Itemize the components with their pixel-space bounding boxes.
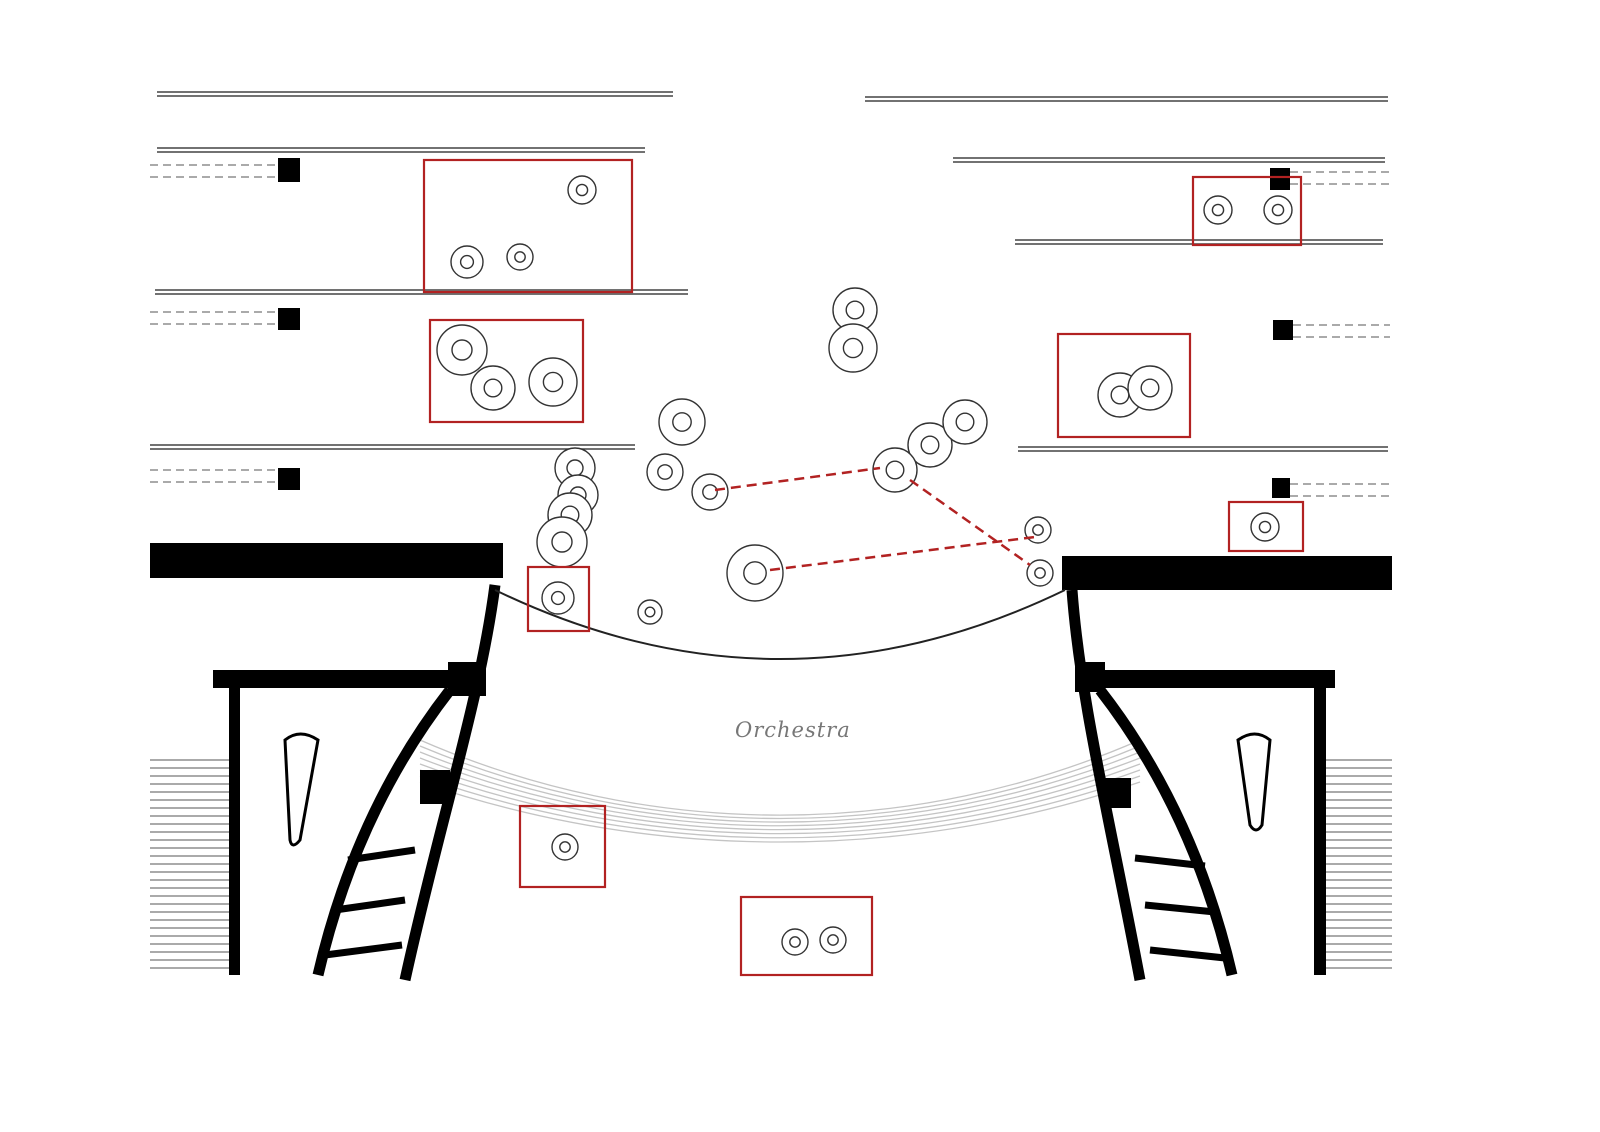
seating-row	[419, 745, 1141, 820]
balcony-rails	[150, 91, 1388, 452]
seated-figure	[672, 412, 692, 432]
seated-figure	[702, 484, 718, 500]
left-frame-post	[229, 670, 240, 975]
seating-row	[419, 769, 1141, 835]
highlight-box	[422, 158, 634, 294]
right-frame-post	[1314, 670, 1326, 975]
seated-figure	[644, 606, 656, 618]
highlight-boxes	[422, 158, 1305, 977]
seated-figure	[551, 531, 573, 553]
seating-row	[419, 763, 1141, 831]
left-proscenium-wall	[150, 543, 503, 578]
seated-figure	[1258, 520, 1272, 534]
right-frame-top	[1075, 670, 1335, 688]
highlight-box	[518, 804, 607, 889]
stage-walls	[150, 543, 1392, 975]
dashed-rails	[150, 164, 1390, 497]
stairs	[150, 759, 1392, 969]
seating-row	[419, 751, 1141, 823]
seated-figure	[575, 183, 589, 197]
seated-figure	[459, 254, 475, 270]
column	[1273, 320, 1293, 340]
seated-figure	[550, 590, 566, 606]
seated-figure	[514, 251, 526, 263]
seated-figure	[920, 435, 940, 455]
seated-figure	[1032, 524, 1044, 536]
seated-figure	[566, 459, 584, 477]
seated-figure	[827, 934, 839, 946]
left-frame-top	[213, 670, 485, 688]
seated-figure	[845, 300, 865, 320]
right-proscenium-wall	[1062, 556, 1392, 590]
column	[278, 158, 300, 182]
seated-figure	[451, 339, 473, 361]
stair-wells	[283, 732, 1272, 847]
column	[1272, 478, 1290, 498]
seated-figure	[1034, 567, 1046, 579]
seated-figure	[842, 337, 864, 359]
column	[1270, 168, 1290, 190]
seated-figure	[483, 378, 503, 398]
seating-row	[419, 739, 1141, 816]
stage-edge	[494, 589, 1066, 660]
highlight-box	[526, 565, 591, 633]
curved-walls	[312, 584, 1238, 982]
seated-figure	[559, 841, 571, 853]
highlight-box	[428, 318, 585, 424]
seated-figure	[1140, 378, 1160, 398]
highlight-box	[1056, 332, 1192, 439]
column	[278, 308, 300, 330]
seated-figure	[1211, 203, 1225, 217]
seated-figure	[743, 561, 767, 585]
seating-rows	[419, 739, 1141, 843]
seated-figure	[1110, 385, 1130, 405]
seated-figure	[885, 460, 905, 480]
seated-figure	[955, 412, 975, 432]
seated-figure	[657, 464, 673, 480]
column	[278, 468, 300, 490]
highlight-box	[739, 895, 874, 977]
tables	[436, 175, 1293, 956]
orchestra-label: Orchestra	[735, 718, 851, 742]
highlight-box	[1227, 500, 1305, 553]
seated-figure	[1271, 203, 1285, 217]
highlight-box	[1191, 175, 1303, 247]
columns	[278, 158, 1293, 498]
seated-figure	[789, 936, 801, 948]
seating-row	[419, 757, 1141, 827]
seated-figure	[542, 371, 564, 393]
sightline-links	[714, 466, 1036, 572]
stair-treads	[324, 846, 1226, 962]
